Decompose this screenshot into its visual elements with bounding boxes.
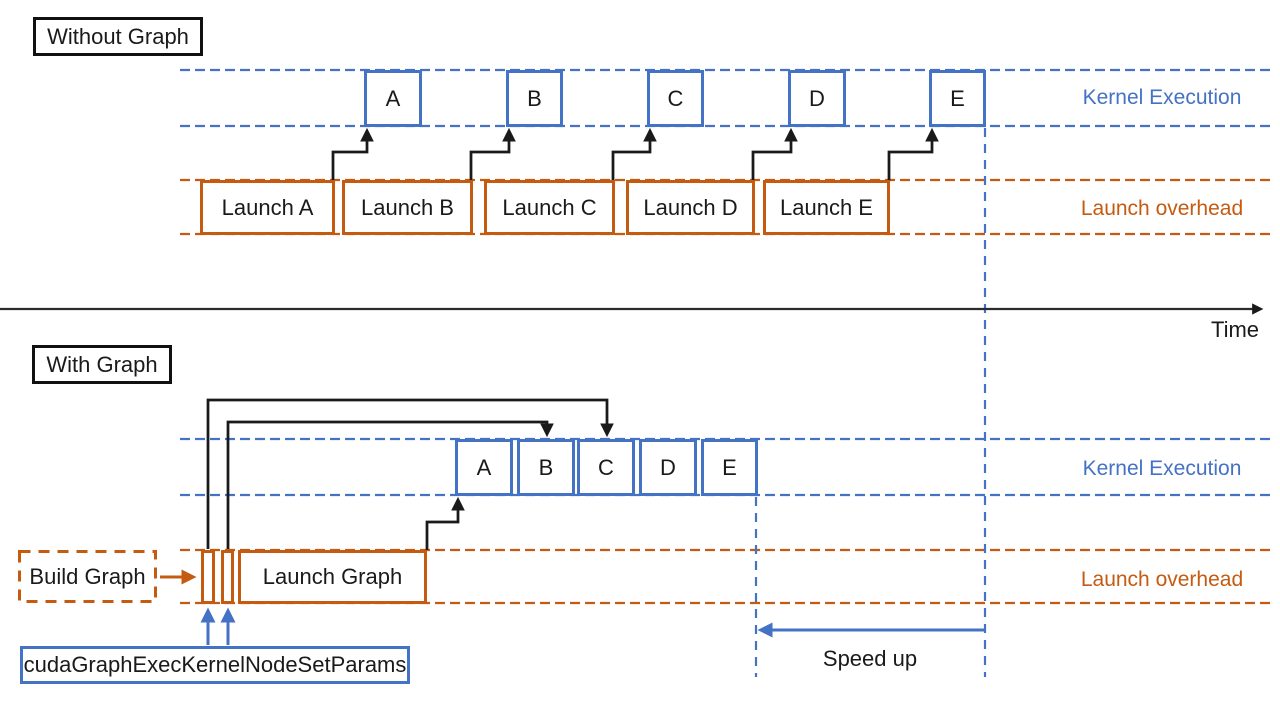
kernel-box-bottom-e: E (701, 439, 758, 496)
with-graph-title: With Graph (32, 345, 172, 384)
kernel-box-top-a-label: A (385, 85, 401, 111)
kernel-box-top-d-label: D (809, 85, 825, 111)
kernel-box-top-b: B (506, 70, 563, 127)
launch-c-to-kernel-c-arrow (611, 127, 657, 181)
without-graph-title-text: Without Graph (47, 23, 189, 49)
kernel-box-top-b-label: B (527, 85, 542, 111)
launch-box-b-label: Launch B (361, 194, 454, 220)
param-update2-to-kernel-b-arrow (226, 420, 554, 549)
kernel-box-bottom-d: D (639, 439, 697, 496)
kernel-box-bottom-b: B (517, 439, 575, 496)
kernel-box-top-a: A (364, 70, 422, 127)
build-graph-box-border (18, 550, 157, 603)
launch-graph-to-kernel-a-arrow (425, 496, 465, 550)
launch-box-b: Launch B (342, 180, 473, 235)
launch-box-a: Launch A (200, 180, 335, 235)
launch-box-a-label: Launch A (221, 194, 314, 220)
launch-a-to-kernel-a-arrow (331, 127, 374, 181)
kernel-box-top-d: D (788, 70, 846, 127)
launch-graph-label: Launch Graph (262, 564, 403, 589)
kernel-box-bottom-d-label: D (660, 454, 676, 480)
kernel-box-bottom-e-label: E (722, 454, 737, 480)
top-launch-overhead-label: Launch overhead (1080, 197, 1244, 220)
kernel-box-bottom-c-label: C (598, 454, 614, 480)
bottom-launch-overhead-label: Launch overhead (1080, 568, 1244, 591)
param-update1-to-kernel-c-arrow (206, 398, 614, 549)
launch-box-d: Launch D (626, 180, 755, 235)
launch-box-e: Launch E (763, 180, 890, 235)
launch-box-c: Launch C (484, 180, 615, 235)
build-graph-label: Build Graph (29, 564, 146, 589)
api-call-label: cudaGraphExecKernelNodeSetParams (23, 652, 407, 677)
launch-graph-box: Launch Graph (238, 550, 427, 604)
without-graph-title: Without Graph (33, 17, 203, 56)
api-call-box: cudaGraphExecKernelNodeSetParams (20, 646, 410, 684)
with-graph-title-text: With Graph (46, 351, 158, 377)
kernel-box-top-c-label: C (667, 85, 684, 111)
time-axis-label: Time (1210, 317, 1260, 342)
bottom-kernel-execution-label: Kernel Execution (1082, 457, 1242, 480)
param-update-box-2 (221, 550, 234, 604)
kernel-box-bottom-c: C (577, 439, 635, 496)
kernel-box-top-e: E (929, 70, 986, 127)
launch-d-to-kernel-d-arrow (751, 127, 798, 181)
launch-box-c-label: Launch C (502, 194, 597, 220)
kernel-box-bottom-a-label: A (476, 454, 492, 480)
speedup-label: Speed up (822, 646, 918, 671)
kernel-box-top-c: C (647, 70, 704, 127)
kernel-box-bottom-b-label: B (538, 454, 554, 480)
launch-box-e-label: Launch E (780, 194, 873, 220)
kernel-box-bottom-a: A (455, 439, 513, 496)
launch-box-d-label: Launch D (643, 194, 738, 220)
param-update-box-1 (201, 550, 215, 604)
kernel-box-top-e-label: E (950, 85, 965, 111)
launch-b-to-kernel-b-arrow (469, 127, 516, 181)
top-kernel-execution-label: Kernel Execution (1082, 86, 1242, 109)
launch-e-to-kernel-e-arrow (887, 127, 939, 181)
